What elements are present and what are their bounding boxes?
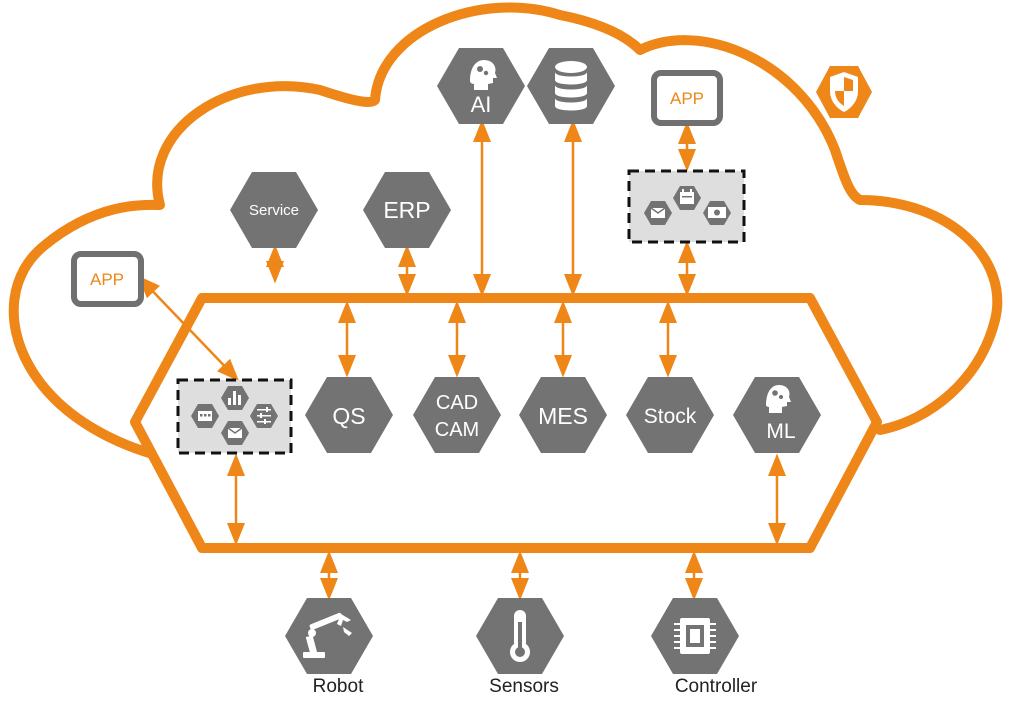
ai-label: AI: [471, 92, 492, 117]
services-panel-left: [176, 378, 293, 455]
connectors: [137, 119, 786, 601]
mes-node[interactable]: MES: [519, 377, 607, 453]
stock-node[interactable]: Stock: [626, 377, 714, 453]
cam-label: CAM: [435, 419, 479, 441]
connector-app-left: [137, 275, 240, 382]
thermometer-icon: [510, 610, 530, 662]
database-node[interactable]: [527, 48, 615, 124]
money-icon: [708, 207, 726, 218]
bar-chart-icon: [228, 391, 241, 405]
service-label: Service: [249, 202, 299, 219]
robot-label: Robot: [313, 676, 364, 697]
robot-node[interactable]: [285, 598, 373, 674]
sensors-label: Sensors: [489, 676, 559, 697]
app-label-left: APP: [90, 270, 124, 289]
app-box-top[interactable]: APP: [651, 70, 723, 126]
mail-icon: [650, 207, 666, 218]
mes-label: MES: [538, 403, 588, 429]
chip-icon: [674, 618, 716, 654]
controller-node[interactable]: [651, 598, 739, 674]
service-node[interactable]: Service: [230, 172, 318, 248]
shield-icon: [830, 72, 858, 112]
ai-node[interactable]: AI: [437, 48, 525, 124]
robot-arm-icon: [303, 612, 352, 658]
brain-icon: [470, 60, 497, 90]
cloud-outline: [8, 2, 1003, 470]
sensors-node[interactable]: [476, 598, 564, 674]
qs-label: QS: [332, 403, 365, 429]
cad-label: CAD: [436, 392, 478, 414]
window-icon: [198, 411, 212, 421]
qs-node[interactable]: QS: [305, 377, 393, 453]
app-box-left[interactable]: APP: [71, 251, 144, 307]
controller-label: Controller: [675, 676, 758, 697]
services-panel-top: [627, 169, 746, 244]
mail-icon: [227, 427, 243, 438]
cadcam-node[interactable]: CAD CAM: [413, 377, 501, 453]
sliders-icon: [257, 407, 271, 424]
security-badge: [816, 66, 872, 118]
database-icon: [555, 61, 587, 111]
erp-label: ERP: [383, 197, 430, 223]
ml-label: ML: [766, 420, 795, 443]
stock-label: Stock: [644, 405, 697, 428]
erp-node[interactable]: ERP: [363, 172, 451, 248]
ml-node[interactable]: ML: [733, 377, 821, 453]
calendar-icon: [680, 189, 694, 204]
platform-hexagon: [130, 293, 882, 553]
brain-icon: [766, 385, 791, 413]
app-label-top: APP: [670, 89, 704, 108]
